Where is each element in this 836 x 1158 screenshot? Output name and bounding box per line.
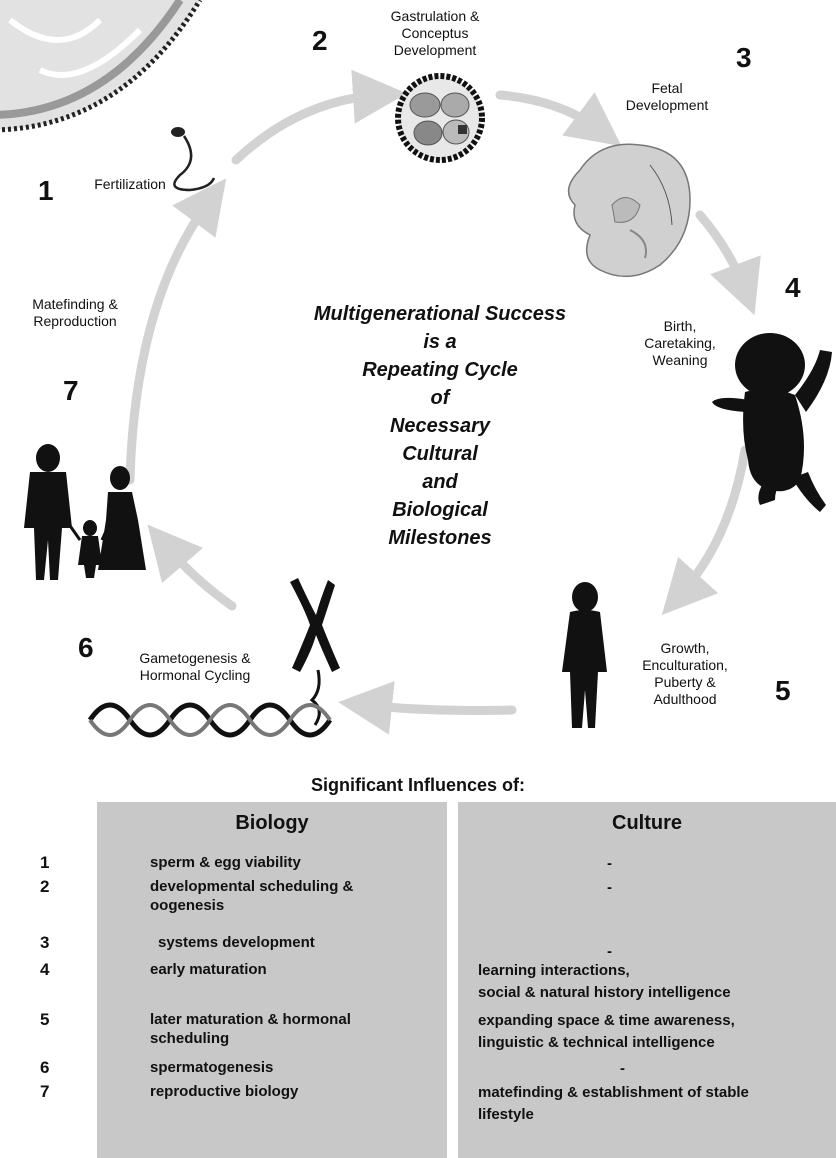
center-line: and bbox=[422, 471, 458, 493]
stage-number-6: 6 bbox=[78, 632, 94, 663]
table-row-number: 2 bbox=[40, 877, 50, 896]
stage-number-7: 7 bbox=[63, 375, 79, 406]
stage-label-5: Growth, Enculturation, Puberty & Adultho… bbox=[642, 640, 728, 707]
family-silhouette-icon bbox=[24, 444, 146, 580]
stage-number-5: 5 bbox=[775, 675, 791, 706]
table-row-number: 4 bbox=[40, 960, 50, 979]
fetus-icon bbox=[567, 143, 691, 278]
culture-cell: - bbox=[620, 1060, 625, 1077]
stage-label-1: Fertilization bbox=[94, 176, 166, 192]
cycle-diagram bbox=[0, 0, 832, 738]
culture-cell: learning interactions, social & natural … bbox=[478, 962, 731, 1001]
center-line: Cultural bbox=[402, 443, 478, 465]
table-row-number: 6 bbox=[40, 1058, 50, 1077]
table-row-number: 7 bbox=[40, 1082, 50, 1101]
arrow-2-to-3 bbox=[495, 90, 622, 147]
arrow-1-to-2 bbox=[231, 69, 407, 165]
baby-silhouette-icon bbox=[712, 333, 832, 512]
biology-cell: developmental scheduling & oogenesis bbox=[150, 878, 354, 914]
culture-column-bg bbox=[458, 802, 836, 1158]
egg-sperm-icon bbox=[0, 0, 216, 192]
stage-number-4: 4 bbox=[785, 272, 801, 303]
biology-cell: sperm & egg viability bbox=[150, 854, 301, 871]
biology-column-bg bbox=[97, 802, 447, 1158]
arrow-4-to-5 bbox=[661, 445, 750, 615]
culture-cell: matefinding & establishment of stable li… bbox=[478, 1084, 749, 1123]
center-line: Biological bbox=[392, 499, 488, 521]
stage-label-2: Gastrulation & Conceptus Development bbox=[390, 8, 480, 58]
table-row-number: 5 bbox=[40, 1010, 50, 1029]
culture-header: Culture bbox=[612, 812, 682, 834]
stage-number-1: 1 bbox=[38, 175, 54, 206]
table-row-number: 1 bbox=[40, 853, 50, 872]
influences-title: Significant Influences of: bbox=[310, 775, 525, 795]
biology-cell: reproductive biology bbox=[150, 1083, 299, 1100]
center-message: Multigenerational Success is a Repeating… bbox=[280, 300, 600, 552]
conceptus-icon bbox=[395, 73, 485, 163]
cycle-arrows bbox=[125, 69, 761, 735]
center-line: Repeating Cycle bbox=[362, 359, 518, 381]
culture-cell: - bbox=[607, 879, 612, 896]
table-row-number: 3 bbox=[40, 933, 50, 952]
center-line: Necessary bbox=[389, 415, 491, 437]
biology-cell: later maturation & hormonal scheduling bbox=[150, 1011, 351, 1047]
center-line: is a bbox=[423, 331, 457, 353]
arrow-6-to-7 bbox=[147, 524, 237, 611]
stage-number-3: 3 bbox=[736, 42, 752, 73]
culture-cell: - bbox=[607, 855, 612, 872]
stage-label-3: Fetal Development bbox=[625, 80, 709, 113]
biology-cell: early maturation bbox=[150, 961, 267, 978]
center-line: Multigenerational Success bbox=[313, 303, 567, 325]
biology-cell: spermatogenesis bbox=[150, 1059, 274, 1076]
stage-label-4: Birth, Caretaking, Weaning bbox=[644, 318, 716, 368]
culture-cell: - bbox=[607, 943, 612, 960]
child-silhouette-icon bbox=[562, 582, 607, 728]
culture-cell: expanding space & time awareness, lingui… bbox=[478, 1012, 735, 1051]
center-line: Milestones bbox=[388, 527, 492, 549]
arrow-7-to-1 bbox=[125, 178, 227, 485]
arrow-5-to-6 bbox=[338, 681, 517, 735]
stage-number-2: 2 bbox=[312, 25, 328, 56]
center-line: of bbox=[430, 387, 450, 409]
biology-cell: systems development bbox=[158, 934, 315, 951]
biology-header: Biology bbox=[235, 812, 309, 834]
arrow-3-to-4 bbox=[695, 210, 761, 316]
chromosome-dna-icon bbox=[87, 578, 340, 738]
stage-label-6: Gametogenesis & Hormonal Cycling bbox=[139, 650, 251, 683]
stage-label-7: Matefinding & Reproduction bbox=[32, 296, 118, 329]
